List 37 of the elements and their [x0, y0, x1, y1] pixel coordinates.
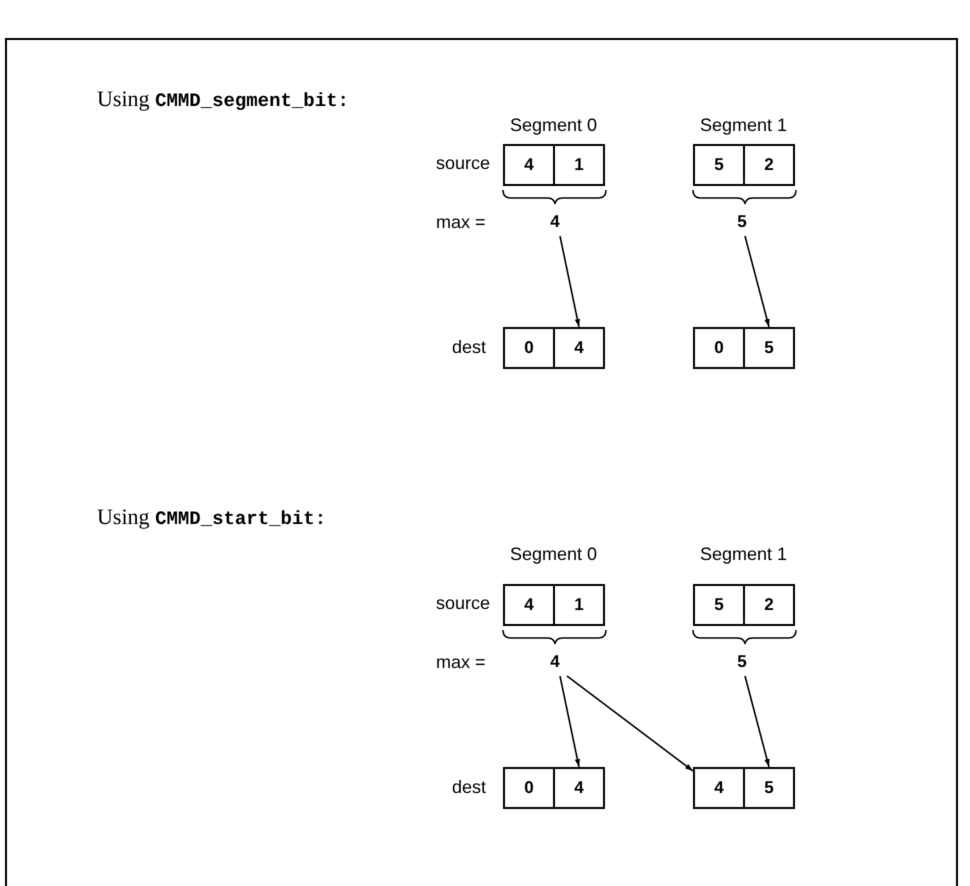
max-value: 4 — [543, 208, 567, 236]
array-cell: 0 — [693, 327, 745, 369]
array-cell: 0 — [503, 767, 555, 809]
segment-label: Segment 0 — [510, 114, 598, 137]
max-value: 5 — [730, 648, 754, 676]
array-cell: 5 — [693, 584, 745, 626]
array-cell: 1 — [553, 584, 605, 626]
row-label: max = — [436, 651, 486, 674]
arrow — [566, 675, 694, 772]
row-label: max = — [436, 211, 486, 234]
row-label: dest — [452, 336, 486, 359]
max-value: 4 — [543, 648, 567, 676]
segment-label: Segment 1 — [700, 114, 788, 137]
arrow — [559, 236, 580, 328]
array-cell: 5 — [743, 327, 795, 369]
row-label: source — [436, 152, 490, 175]
array-cell: 4 — [553, 767, 605, 809]
array-cell: 2 — [743, 584, 795, 626]
array-cell: 5 — [743, 767, 795, 809]
row-label: dest — [452, 776, 486, 799]
row-label: source — [436, 592, 490, 615]
arrow — [744, 236, 770, 328]
arrow — [559, 676, 580, 768]
array-cell: 4 — [693, 767, 745, 809]
segment-label: Segment 1 — [700, 543, 788, 566]
section-heading: Using CMMD_start_bit: — [97, 503, 326, 532]
array-cell: 0 — [503, 327, 555, 369]
section-heading: Using CMMD_segment_bit: — [97, 85, 349, 114]
array-cell: 1 — [553, 144, 605, 186]
array-cell: 4 — [503, 144, 555, 186]
array-cell: 4 — [553, 327, 605, 369]
array-cell: 4 — [503, 584, 555, 626]
array-cell: 5 — [693, 144, 745, 186]
segment-label: Segment 0 — [510, 543, 598, 566]
array-cell: 2 — [743, 144, 795, 186]
arrow — [744, 676, 770, 768]
max-value: 5 — [730, 208, 754, 236]
